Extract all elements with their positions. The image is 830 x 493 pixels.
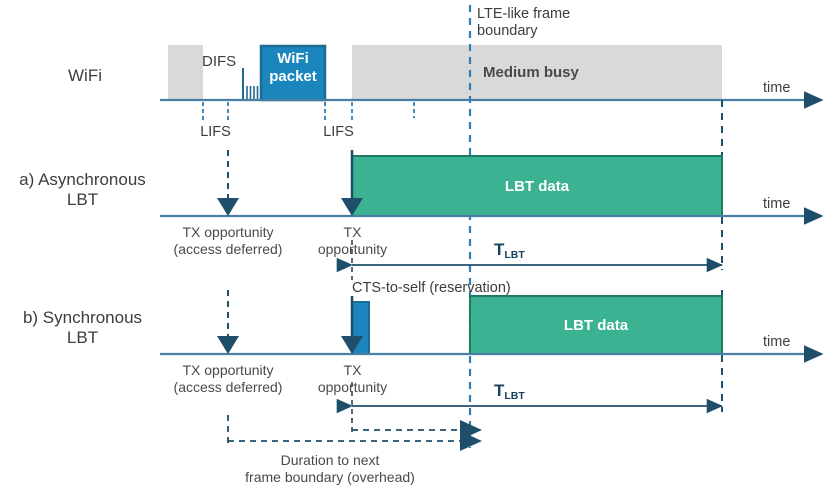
- sync-tlbt-label: TLBT: [494, 381, 525, 402]
- time-axis-label-wifi: time: [763, 80, 791, 96]
- row-label-wifi: WiFi: [68, 66, 102, 85]
- sync-tx-opp-1-arrowhead: [217, 336, 239, 354]
- time-axis-label-async: time: [763, 196, 791, 212]
- sync-tx-opp-2-arrowhead: [341, 336, 363, 354]
- async-row-graphics: [160, 150, 824, 280]
- medium-busy-label: Medium busy: [483, 64, 579, 81]
- medium-busy-block-2: [352, 45, 722, 100]
- overhead-arrow-long-head: [460, 431, 482, 451]
- async-lbt-data-block: [351, 155, 723, 217]
- difs-label: DIFS: [202, 53, 237, 70]
- async-tlbt-subscript: LBT: [504, 249, 525, 261]
- sync-lbt-data-block: [469, 295, 723, 355]
- time-axis-label-sync: time: [763, 334, 791, 350]
- async-tx-opportunity-deferred-label: TX opportunity(access deferred): [173, 224, 283, 257]
- medium-busy-block-1: [168, 45, 203, 100]
- sync-row-graphics: [160, 290, 824, 420]
- async-tlbt-symbol: T: [494, 240, 505, 259]
- wifi-row-graphics: [160, 44, 824, 122]
- sync-tx-opportunity-deferred-label: TX opportunity(access deferred): [173, 362, 283, 395]
- async-tlbt-label: TLBT: [494, 240, 525, 261]
- lifs-label-1: LIFS: [200, 124, 231, 140]
- sync-tlbt-symbol: T: [494, 381, 505, 400]
- async-tx-opp-1-arrowhead: [217, 198, 239, 216]
- lifs-tick-marks: [202, 102, 415, 122]
- async-lbt-data-label: LBT data: [504, 178, 570, 195]
- async-tx-opp-2-arrowhead: [341, 198, 363, 216]
- sync-tlbt-subscript: LBT: [504, 390, 525, 402]
- overhead-arrows: [227, 415, 482, 451]
- lifs-label-2: LIFS: [323, 124, 354, 140]
- cts-to-self-label: CTS-to-self (reservation): [352, 280, 511, 296]
- sync-lbt-data-label: LBT data: [563, 317, 629, 334]
